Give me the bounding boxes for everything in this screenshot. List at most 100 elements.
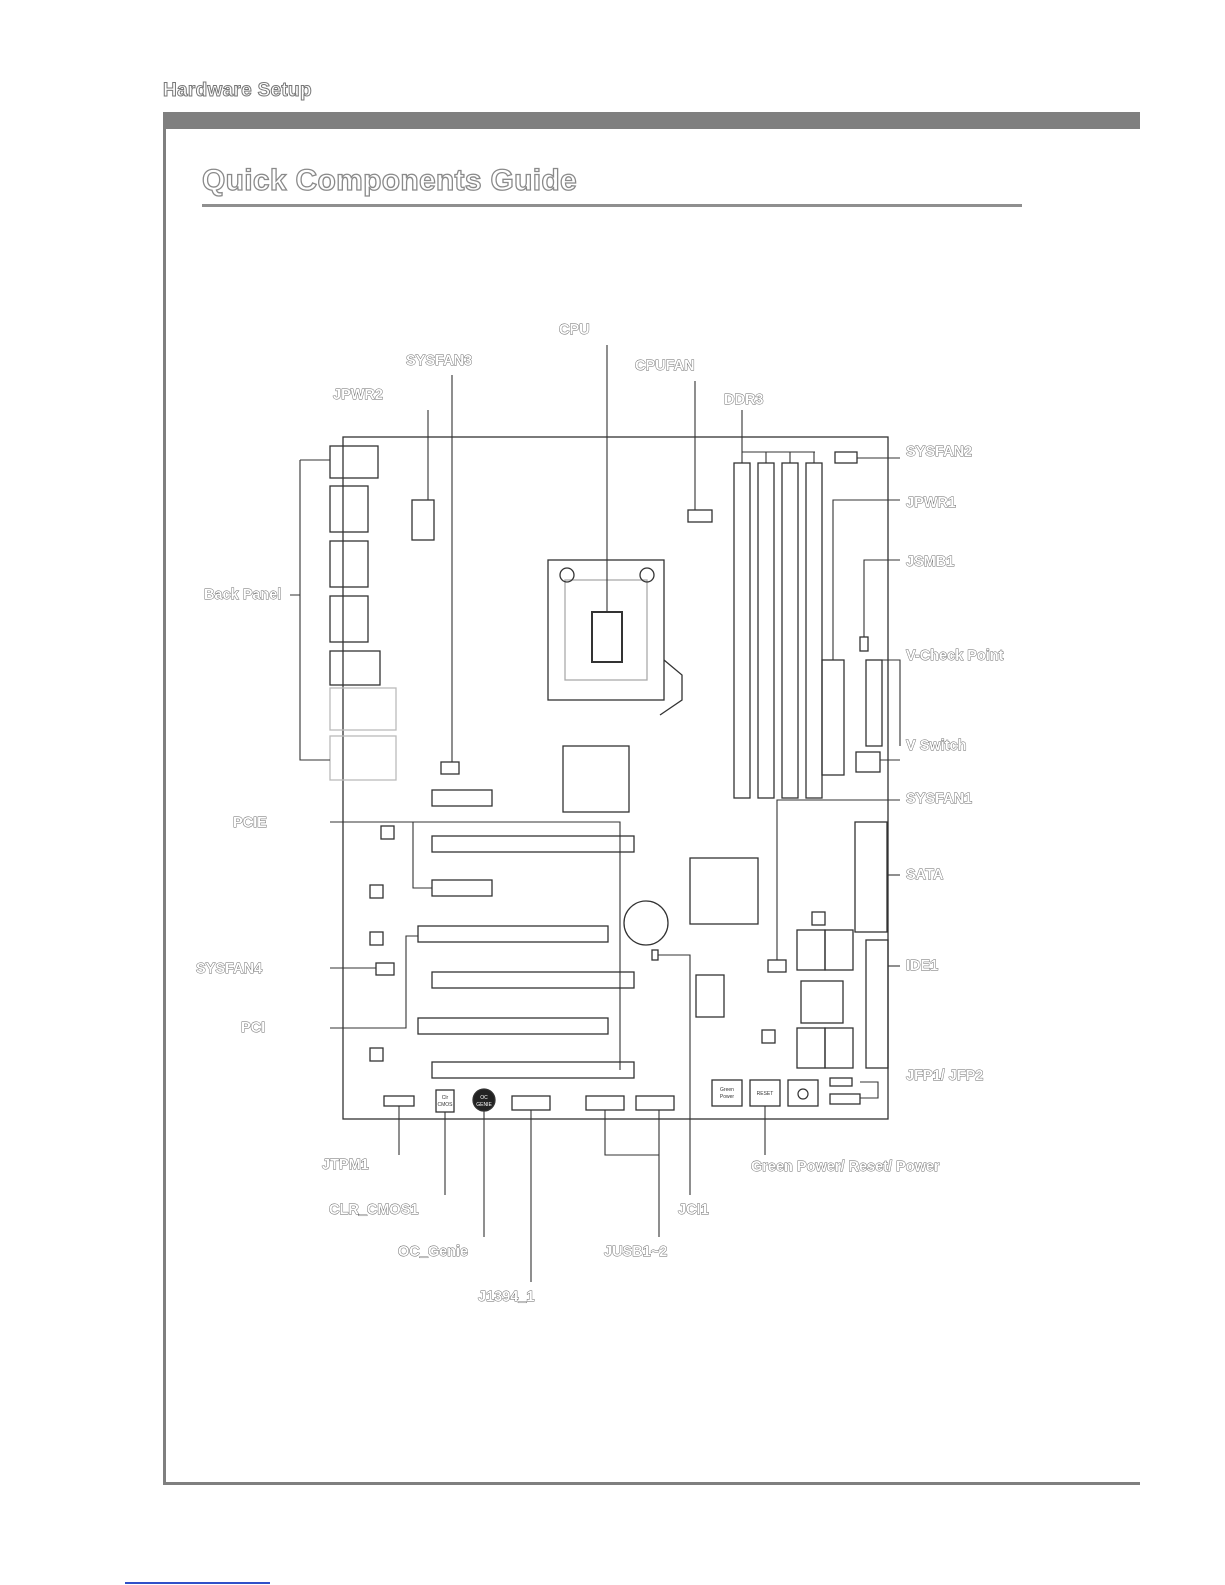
- backpanel-audio-2: [330, 736, 396, 780]
- jpwr1-connector: [822, 660, 844, 775]
- label-sysfan1: SYSFAN1: [906, 791, 972, 807]
- vswitch-block: [856, 752, 880, 772]
- label-ddr3: DDR3: [724, 392, 763, 408]
- label-sysfan3: SYSFAN3: [406, 353, 472, 369]
- clr-cmos-button: [436, 1090, 454, 1112]
- backpanel-esata: [330, 541, 368, 587]
- label-jsmb1: JSMB1: [906, 554, 954, 570]
- mount-square-2: [370, 885, 383, 898]
- label-cpu: CPU: [559, 322, 590, 338]
- leader-backpanel: [290, 460, 330, 760]
- power-button: [788, 1080, 818, 1106]
- sata-port-3: [797, 1028, 825, 1068]
- sata-port-1: [797, 930, 825, 970]
- label-clr-cmos1: CLR_CMOS1: [329, 1202, 418, 1218]
- label-vcheck: V-Check Point: [906, 648, 1004, 664]
- io-chip: [696, 975, 724, 1017]
- green-btn-text-2: Power: [720, 1094, 735, 1100]
- ddr3-slot-4: [806, 463, 822, 798]
- southbridge-chip: [690, 858, 758, 924]
- jtpm1-header: [384, 1096, 414, 1106]
- label-jci1: JCI1: [678, 1202, 709, 1218]
- cpufan-header: [688, 510, 712, 522]
- cpu-lever: [660, 660, 682, 715]
- label-cpufan: CPUFAN: [635, 358, 695, 374]
- leader-jusb: [605, 1110, 659, 1237]
- power-icon: [798, 1089, 808, 1099]
- j1394-header: [512, 1096, 550, 1110]
- label-jpwr1: JPWR1: [906, 495, 956, 511]
- mount-square-1: [381, 826, 394, 839]
- leader-jsmb1: [864, 560, 900, 637]
- label-sata: SATA: [906, 867, 944, 883]
- sata-port-2: [825, 930, 853, 970]
- mount-square-4: [370, 1048, 383, 1061]
- label-pci: PCI: [241, 1020, 265, 1036]
- sysfan4-header: [376, 963, 394, 975]
- ide1-connector: [866, 940, 888, 1068]
- pcie-x1-slot-2: [432, 880, 492, 896]
- sata-port-4: [825, 1028, 853, 1068]
- sata-stack: [855, 822, 887, 932]
- backpanel-usb-2: [330, 596, 368, 642]
- backpanel-ps2: [330, 446, 378, 478]
- leader-vcheck: [882, 660, 900, 746]
- label-ide1: IDE1: [906, 958, 938, 974]
- ddr3-slot-2: [758, 463, 774, 798]
- jfp1-header: [830, 1078, 852, 1086]
- cpu-socket-pins: [565, 580, 647, 680]
- northbridge-chip: [563, 746, 629, 812]
- jpwr2-connector: [412, 500, 434, 540]
- sata-controller-chip: [801, 981, 843, 1023]
- cmos-battery: [624, 901, 668, 945]
- leader-jci1: [658, 955, 690, 1195]
- label-sysfan4: SYSFAN4: [196, 961, 262, 977]
- label-jfp: JFP1/ JFP2: [906, 1068, 983, 1084]
- backpanel-usb-1: [330, 486, 368, 532]
- reset-btn-text: RESET: [757, 1091, 774, 1097]
- label-pcie: PCIE: [233, 815, 267, 831]
- label-vswitch: V Switch: [906, 738, 966, 754]
- jusb1-header: [586, 1096, 624, 1110]
- clr-btn-text-2: CMOS: [438, 1102, 454, 1108]
- pci-slot-1: [418, 926, 608, 942]
- backpanel-audio-1: [330, 688, 396, 730]
- label-oc-genie: OC_Genie: [398, 1244, 468, 1260]
- leader-jpwr1: [833, 500, 900, 660]
- vcheck-strip: [866, 660, 882, 746]
- pci-slot-2: [418, 1018, 608, 1034]
- oc-btn-text-2: GENIE: [476, 1102, 492, 1108]
- sysfan3-header: [441, 762, 459, 774]
- leader-pcie: [330, 822, 620, 1070]
- jfp2-header: [830, 1094, 860, 1104]
- ddr3-slot-1: [734, 463, 750, 798]
- label-jtpm1: JTPM1: [322, 1157, 369, 1173]
- jci1-header: [652, 950, 658, 960]
- jusb2-header: [636, 1096, 674, 1110]
- pcie-x1-slot-1: [432, 790, 492, 806]
- mount-square-6: [762, 1030, 775, 1043]
- cpu-die: [592, 612, 622, 662]
- green-power-button: [712, 1080, 742, 1106]
- mount-square-3: [370, 932, 383, 945]
- ddr3-slot-3: [782, 463, 798, 798]
- green-btn-text-1: Green: [720, 1087, 734, 1093]
- label-back-panel: Back Panel: [204, 587, 281, 603]
- pcie-x16-slot-1: [432, 836, 634, 852]
- mount-square-5: [812, 912, 825, 925]
- sysfan2-header: [835, 452, 857, 463]
- backpanel-lan: [330, 651, 380, 685]
- pcie-x16-slot-3: [432, 1062, 634, 1078]
- jsmb1-header: [860, 637, 868, 651]
- leader-sysfan1: [777, 800, 900, 960]
- pcie-x16-slot-2: [432, 972, 634, 988]
- oc-btn-text-1: OC: [480, 1095, 488, 1101]
- clr-btn-text-1: Clr: [442, 1095, 449, 1101]
- label-sysfan2: SYSFAN2: [906, 444, 972, 460]
- label-jusb: JUSB1~2: [604, 1244, 667, 1260]
- label-j1394: J1394_1: [478, 1289, 534, 1305]
- label-green-power: Green Power/ Reset/ Power: [751, 1159, 940, 1175]
- leader-jfp: [860, 1082, 878, 1098]
- label-jpwr2: JPWR2: [333, 387, 383, 403]
